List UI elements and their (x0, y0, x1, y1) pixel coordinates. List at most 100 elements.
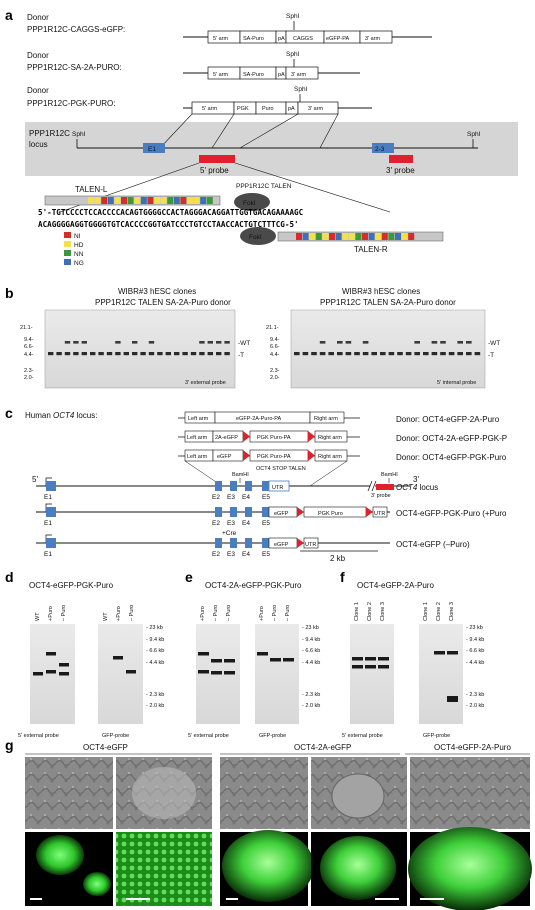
svg-text:UTR: UTR (305, 542, 316, 548)
foki-bottom (240, 227, 276, 245)
svg-text:NG: NG (74, 260, 84, 267)
svg-text:FokI: FokI (249, 234, 262, 241)
gel-b-left-bands (48, 341, 230, 356)
oct4-talen-label: OCT4 STOP TALEN (256, 466, 306, 472)
talen-r-repeat (335, 233, 342, 240)
blot-band (59, 663, 69, 667)
legend-swatch-ng (64, 259, 71, 265)
gel-b-right-wt: -WT (488, 340, 500, 347)
gel-band-t (380, 352, 386, 356)
oct4-excised-allele: eGFP UTR E1 E2 E3 E4 E5 (36, 534, 390, 558)
blot-f-left (350, 624, 394, 724)
legend-swatch-hd (64, 241, 71, 247)
talen-l-repeat (88, 197, 94, 204)
svg-text:5': 5' (32, 475, 38, 484)
svg-text:PGK Puro-PA: PGK Puro-PA (257, 435, 291, 441)
svg-text:E1: E1 (44, 494, 52, 501)
svg-text:- 9.4 kb: - 9.4 kb (146, 637, 164, 643)
svg-text:Left arm: Left arm (187, 435, 208, 441)
gel-band-t (457, 352, 463, 356)
gel-band-t (302, 352, 309, 356)
svg-text:E4: E4 (242, 551, 250, 558)
svg-text:- 23 kb: - 23 kb (146, 625, 163, 631)
gel-band-t (106, 352, 113, 356)
talen-l-repeat (180, 197, 187, 204)
svg-text:+Puro: +Puro (116, 606, 122, 621)
svg-text:eGFP: eGFP (217, 454, 232, 460)
locus-exon1 (143, 143, 165, 153)
talen-r-repeat (395, 233, 401, 240)
gel-band-t (190, 352, 197, 356)
svg-text:5' arm: 5' arm (213, 72, 229, 78)
talen-l-repeat (107, 197, 114, 204)
blot-e-left-probe: 5' external probe (188, 733, 229, 739)
gel-band-t (319, 352, 326, 356)
svg-text:Clone 2: Clone 2 (436, 602, 442, 621)
svg-text:E1: E1 (44, 551, 52, 558)
locus-exon23 (372, 143, 394, 153)
svg-text:2-3: 2-3 (375, 146, 385, 153)
gel-band-wt (64, 341, 71, 344)
svg-text:pA: pA (278, 72, 285, 78)
talen-l-repeat (173, 197, 180, 204)
gel-b-right-title1: WIBR#3 hESC clones (342, 287, 420, 296)
donor3-construct: 5' arm PGK Puro pA 3' arm (191, 101, 339, 115)
blot-band (283, 658, 294, 662)
talen-l-repeat (206, 197, 213, 204)
svg-text:Clone 3: Clone 3 (380, 602, 386, 621)
blot-band (33, 672, 43, 676)
svg-text:WT: WT (35, 612, 41, 621)
gel-band-t (294, 352, 300, 356)
donor2-construct: 5' arm SA-Puro pA 3' arm (207, 66, 319, 80)
oct4-excised-label: OCT4-eGFP (–Puro) (396, 540, 470, 549)
svg-text:- 4.4 kb: - 4.4 kb (302, 660, 320, 666)
svg-text:E5: E5 (262, 494, 270, 501)
gel-band-t (157, 352, 163, 356)
gel-band-t (48, 352, 54, 356)
svg-text:Clone 3: Clone 3 (449, 602, 455, 621)
blot-band (113, 656, 123, 660)
donor3-sphi: SphI (294, 86, 308, 93)
svg-text:E2: E2 (212, 520, 220, 527)
svg-text:Left arm: Left arm (188, 416, 209, 422)
oct4-ko-label: OCT4-eGFP-PGK-Puro (+Puro (396, 509, 507, 518)
svg-text:E2: E2 (212, 551, 220, 558)
blot-band (378, 665, 389, 669)
gel-band-t (90, 352, 96, 356)
svg-text:Clone 1: Clone 1 (354, 602, 360, 621)
talen-r-repeat (309, 233, 316, 240)
gel-band-t (431, 352, 438, 356)
svg-text:Right arm: Right arm (318, 454, 342, 460)
svg-text:- 23 kb: - 23 kb (466, 625, 483, 631)
probe-5prime (199, 155, 235, 163)
svg-text:PGK Puro-PA: PGK Puro-PA (257, 454, 291, 460)
svg-text:Right arm: Right arm (318, 435, 342, 441)
svg-text:FokI: FokI (243, 200, 256, 207)
svg-text:CAGGS: CAGGS (293, 36, 313, 42)
oct4-donor3-label: Donor: OCT4-eGFP-PGK-Puro (396, 453, 507, 462)
svg-text:– Puro: – Puro (285, 605, 291, 621)
gel-band-wt (81, 341, 87, 344)
gel-band-t (98, 352, 104, 356)
svg-text:Puro: Puro (262, 106, 274, 112)
svg-text:NN: NN (74, 251, 84, 258)
gel-band-t (73, 352, 79, 356)
oct4-donor3: Left arm eGFP PGK Puro-PA Right arm (178, 449, 360, 462)
svg-text:- 9.4 kb: - 9.4 kb (302, 637, 320, 643)
sequence-bottom: ACAGGGGAGGTGGGGTGTCACCCCGGTGATCCCTGTCCTA… (38, 220, 299, 229)
oct4-locus: 5' 3' UTR BamHI BamHI 3' probe E1 E2 E3 … (32, 472, 419, 501)
panel-d-lane-labels: WT +Puro – Puro WT +Puro – Puro (35, 605, 135, 621)
blot-band (447, 651, 458, 655)
svg-text:WT: WT (103, 612, 109, 621)
donor3-prefix: Donor (27, 86, 49, 95)
oct4-donor1: Left arm eGFP-2A-Puro-PA Right arm (178, 411, 360, 424)
donor1-sphi: SphI (286, 13, 300, 20)
svg-text:3': 3' (413, 475, 419, 484)
blot-d-right (98, 624, 143, 724)
talen-l-repeat (167, 197, 174, 204)
blot-band (224, 671, 235, 675)
locus-sphi-right: SphI (467, 131, 481, 138)
blot-band (434, 651, 445, 655)
panel-e-lane-labels: +Puro – Puro – Puro +Puro – Puro – Puro (200, 605, 291, 621)
